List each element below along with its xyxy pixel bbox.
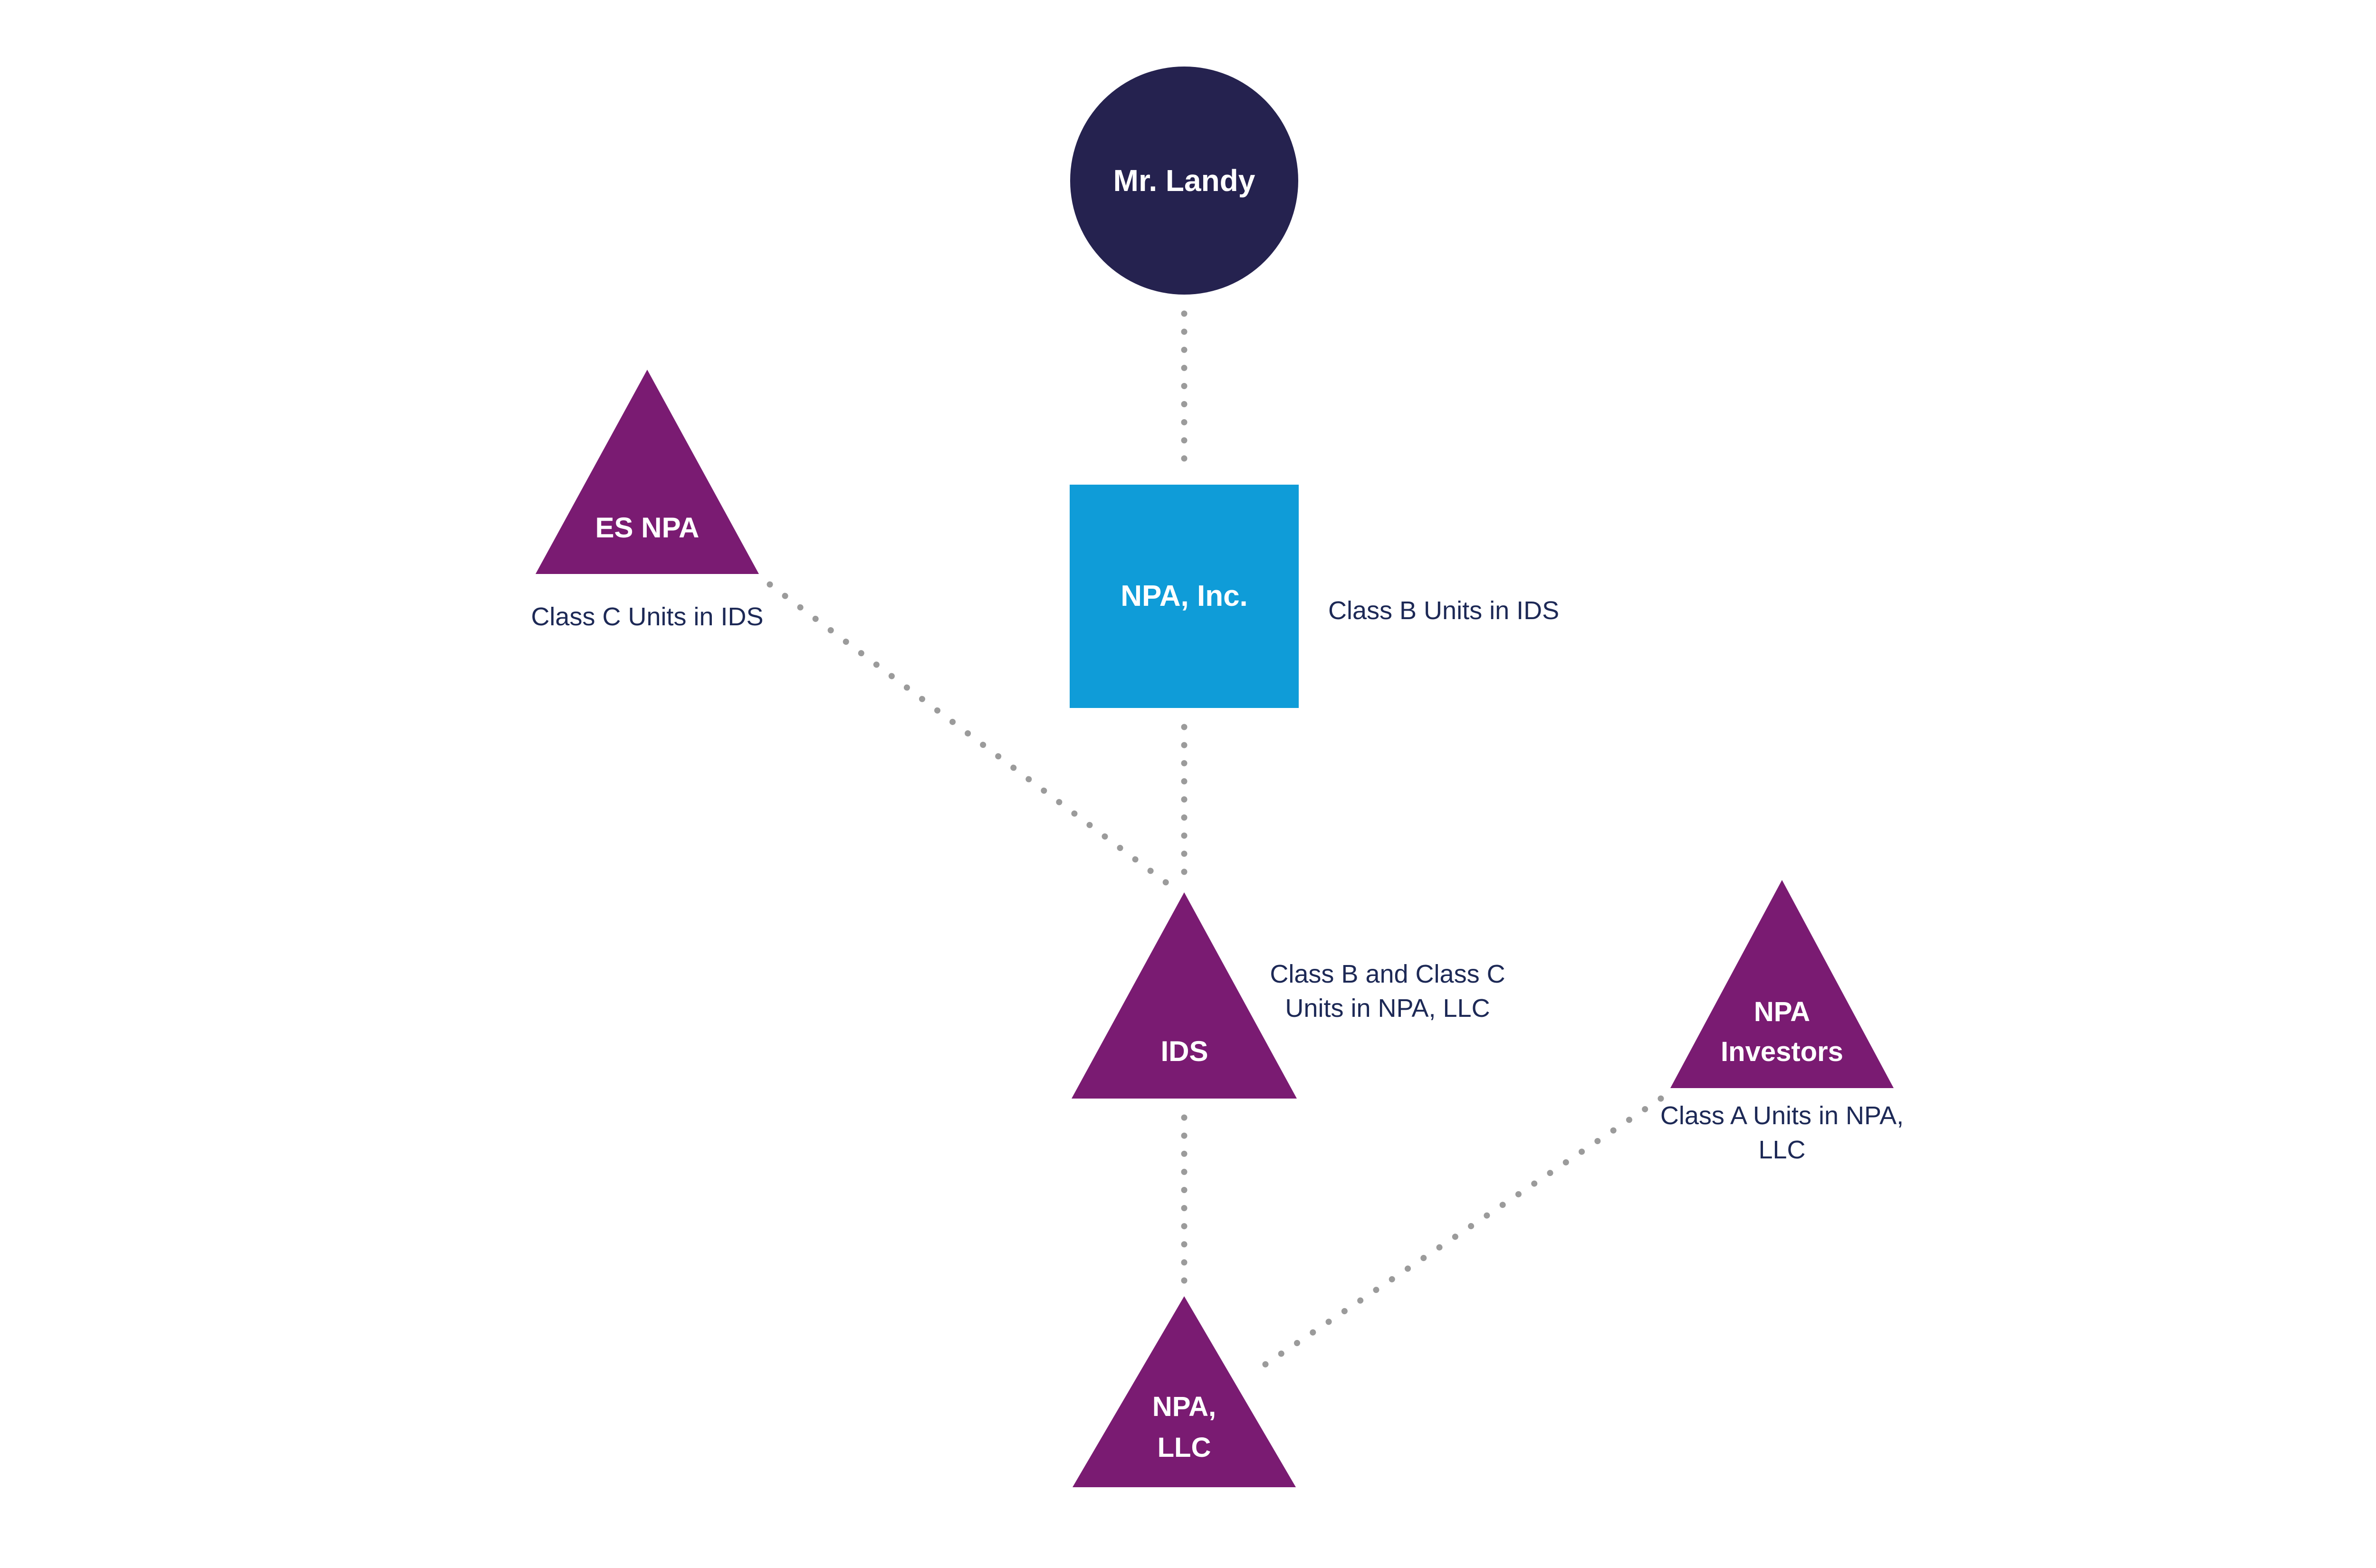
ids-annotation-line1: Class B and Class C	[1270, 960, 1505, 988]
npa-llc-label-line2: LLC	[1157, 1432, 1211, 1463]
npa-llc-label-line1: NPA,	[1152, 1391, 1217, 1422]
mr-landy-label: Mr. Landy	[1113, 163, 1255, 198]
mr-landy-circle	[1070, 67, 1298, 295]
npa-investors-label-line2: Investors	[1721, 1036, 1843, 1067]
npa-inc-annotation: Class B Units in IDS	[1328, 596, 1560, 625]
npa-investors-label: NPA Investors	[1670, 992, 1894, 1072]
npa-investors-triangle	[1670, 880, 1894, 1088]
edge-npa-investors-to-npa-llc	[1256, 1095, 1664, 1372]
npa-investors-annotation-line1: Class A Units in NPA,	[1660, 1101, 1904, 1130]
npa-investors-annotation: Class A Units in NPA, LLC	[1616, 1099, 1948, 1167]
npa-investors-annotation-line2: LLC	[1758, 1136, 1806, 1164]
npa-inc-label: NPA, Inc.	[1121, 580, 1248, 612]
ids-annotation: Class B and Class C Units in NPA, LLC	[1221, 957, 1554, 1025]
npa-llc-triangle	[1073, 1296, 1296, 1487]
ids-triangle	[1072, 892, 1297, 1099]
es-npa-annotation: Class C Units in IDS	[531, 602, 764, 631]
es-npa-triangle	[536, 370, 759, 574]
npa-investors-label-line1: NPA	[1753, 996, 1811, 1027]
npa-inc-square	[1070, 485, 1299, 708]
es-npa-label: ES NPA	[595, 512, 699, 544]
npa-llc-label: NPA, LLC	[1073, 1386, 1296, 1468]
ids-label: IDS	[1160, 1035, 1208, 1067]
ids-annotation-line2: Units in NPA, LLC	[1285, 994, 1490, 1023]
edge-es-npa-to-ids	[766, 581, 1172, 888]
